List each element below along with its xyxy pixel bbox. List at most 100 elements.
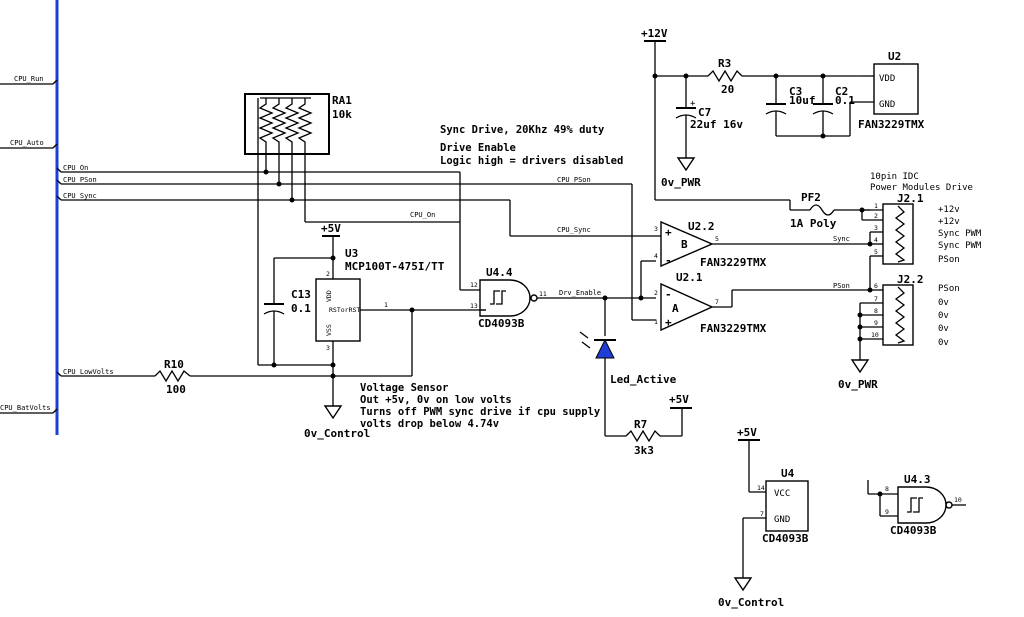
svg-text:4: 4	[874, 236, 878, 244]
svg-text:U2.1: U2.1	[676, 271, 703, 284]
svg-text:VSS: VSS	[325, 324, 333, 336]
svg-text:Sync PWM: Sync PWM	[938, 229, 982, 239]
svg-text:1: 1	[384, 301, 388, 309]
r7-resistor: +5V R7 3k3	[605, 393, 692, 457]
svg-text:2: 2	[874, 212, 878, 220]
svg-text:J2.1: J2.1	[897, 192, 924, 205]
svg-text:7: 7	[715, 298, 719, 306]
svg-text:2: 2	[654, 289, 658, 297]
svg-text:Turns off PWM sync drive if cp: Turns off PWM sync drive if cpu supply	[360, 406, 601, 418]
bus-entry-cpu-auto: CPU_Auto	[0, 139, 58, 149]
svg-text:6: 6	[874, 282, 878, 290]
svg-text:1: 1	[874, 202, 878, 210]
ra1-resistor-array: RA1 10k	[244, 93, 352, 366]
svg-text:PSon: PSon	[938, 255, 960, 265]
svg-text:14: 14	[757, 484, 765, 492]
svg-text:CPU_PSon: CPU_PSon	[557, 176, 591, 184]
svg-text:U4.3: U4.3	[904, 473, 931, 486]
svg-text:3k3: 3k3	[634, 444, 654, 457]
svg-text:CPU_PSon: CPU_PSon	[63, 176, 97, 184]
svg-text:CPU_Run: CPU_Run	[14, 75, 44, 83]
net-cpu-lowvolts: CPU_LowVolts	[56, 368, 155, 377]
svg-text:0v: 0v	[938, 311, 949, 321]
svg-text:C13: C13	[291, 288, 311, 301]
svg-text:R10: R10	[164, 358, 184, 371]
svg-text:CD4093B: CD4093B	[478, 317, 525, 330]
svg-text:22uf 16v: 22uf 16v	[690, 118, 743, 131]
svg-text:8: 8	[885, 485, 889, 493]
c13-capacitor: C13 0.1	[263, 258, 311, 368]
svg-text:4: 4	[654, 252, 658, 260]
svg-text:20: 20	[721, 83, 734, 96]
svg-text:0.1: 0.1	[835, 94, 855, 107]
svg-text:0v: 0v	[938, 338, 949, 348]
svg-text:0v: 0v	[938, 298, 949, 308]
svg-text:-: -	[665, 288, 672, 301]
net-cpu-on: CPU_On	[56, 164, 460, 173]
svg-text:+: +	[690, 99, 696, 109]
svg-text:0v: 0v	[938, 324, 949, 334]
svg-text:1A Poly: 1A Poly	[790, 217, 837, 230]
svg-text:Out +5v, 0v on low volts: Out +5v, 0v on low volts	[360, 394, 512, 406]
net-drv-enable: Drv_Enable	[537, 260, 656, 336]
svg-text:FAN3229TMX: FAN3229TMX	[700, 256, 767, 269]
svg-text:A: A	[672, 302, 679, 315]
svg-text:8: 8	[874, 307, 878, 315]
svg-text:+: +	[665, 226, 672, 239]
svg-text:100: 100	[166, 383, 186, 396]
u4-power-block: +5V U4 VCC GND CD4093B 14 7 0v_Control	[718, 426, 809, 609]
svg-text:3: 3	[874, 224, 878, 232]
svg-text:+12v: +12v	[938, 217, 960, 227]
svg-text:B: B	[681, 238, 688, 251]
svg-text:R3: R3	[718, 57, 731, 70]
svg-text:Power Modules Drive: Power Modules Drive	[870, 183, 973, 193]
svg-text:R7: R7	[634, 418, 647, 431]
svg-text:C3: C3	[789, 85, 802, 98]
svg-text:CPU_On: CPU_On	[410, 211, 435, 219]
svg-text:3: 3	[654, 225, 658, 233]
svg-text:10k: 10k	[332, 108, 352, 121]
svg-text:VCC: VCC	[774, 489, 790, 499]
svg-text:+: +	[665, 316, 672, 329]
svg-text:0v_Control: 0v_Control	[304, 427, 370, 440]
svg-text:Sync: Sync	[833, 235, 850, 243]
svg-text:7: 7	[760, 510, 764, 518]
svg-text:GND: GND	[774, 515, 790, 525]
svg-text:3: 3	[326, 344, 330, 352]
svg-text:U3: U3	[345, 247, 358, 260]
svg-text:10pin IDC: 10pin IDC	[870, 172, 919, 182]
net-cpu-pson: CPU_PSon CPU_PSon	[56, 176, 656, 321]
u21-driver-a: A - + U2.1 FAN3229TMX 2 1 7 PSon	[654, 271, 870, 335]
svg-text:13: 13	[470, 302, 478, 310]
svg-text:+12V: +12V	[641, 27, 668, 40]
svg-text:MCP100T-475I/TT: MCP100T-475I/TT	[345, 260, 445, 273]
svg-text:CPU_LowVolts: CPU_LowVolts	[63, 368, 114, 376]
svg-text:C2: C2	[835, 85, 848, 98]
svg-text:+5V: +5V	[737, 426, 757, 439]
svg-text:5: 5	[874, 248, 878, 256]
j22-connector: J2.2 0v_PWR 6 7 8 9 10 PSon 0v 0v 0v 0v	[838, 273, 960, 391]
svg-text:U4.4: U4.4	[486, 266, 513, 279]
svg-text:9: 9	[874, 319, 878, 327]
svg-text:Drive Enable: Drive Enable	[440, 142, 516, 154]
svg-text:GND: GND	[879, 100, 895, 110]
svg-text:RSTorRST: RSTorRST	[329, 306, 360, 314]
svg-text:12: 12	[470, 281, 478, 289]
svg-text:Logic high = drivers disabled: Logic high = drivers disabled	[440, 155, 623, 167]
svg-text:RA1: RA1	[332, 94, 352, 107]
voltage-sensor-note: Voltage Sensor Out +5v, 0v on low volts …	[360, 382, 601, 430]
svg-text:U4: U4	[781, 467, 795, 480]
svg-text:+12v: +12v	[938, 205, 960, 215]
svg-text:FAN3229TMX: FAN3229TMX	[858, 118, 925, 131]
svg-text:PSon: PSon	[938, 284, 960, 294]
u3-voltage-supervisor: U3 MCP100T-475I/TT VDD RSTorRST VSS 2 3 …	[274, 222, 486, 440]
u44-nand-gate: U4.4 CD4093B 12 13 11 CPU_On	[305, 172, 547, 330]
svg-text:0v_Control: 0v_Control	[718, 596, 784, 609]
svg-text:10: 10	[871, 331, 879, 339]
svg-text:CD4093B: CD4093B	[890, 524, 937, 537]
led-active: Led_Active	[579, 331, 677, 436]
svg-text:J2.2: J2.2	[897, 273, 924, 286]
svg-text:1: 1	[654, 318, 658, 326]
svg-text:CD4093B: CD4093B	[762, 532, 809, 545]
sync-drive-note: Sync Drive, 20Khz 49% duty Drive Enable …	[440, 124, 623, 167]
